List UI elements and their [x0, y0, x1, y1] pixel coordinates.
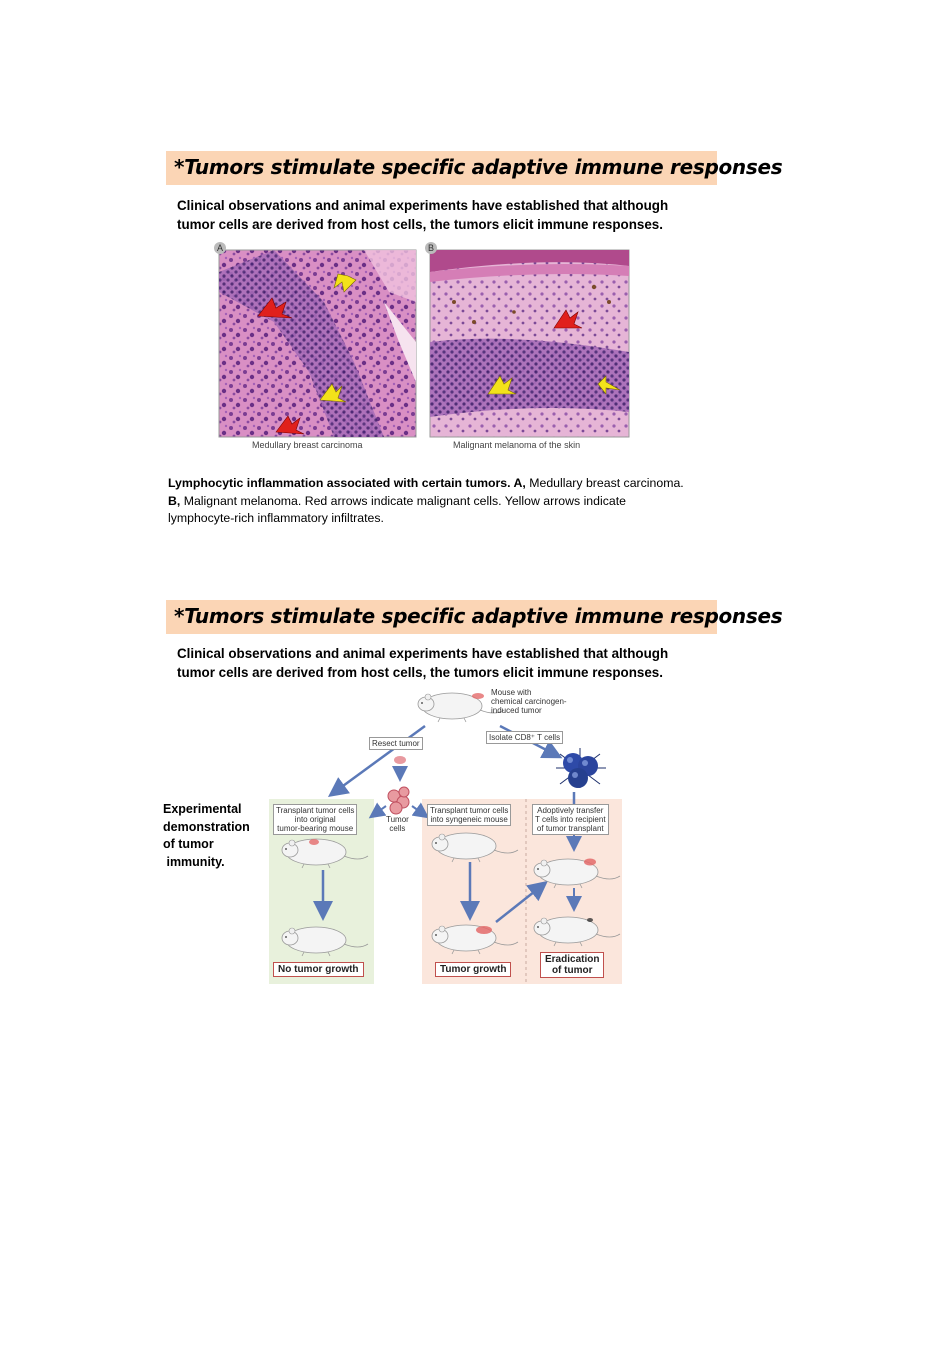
red-arrow-icon [553, 309, 583, 329]
side-label-line: immunity. [163, 854, 225, 869]
tumor-growth-result: Tumor growth [435, 962, 512, 977]
label-line: Adoptively transfer [537, 806, 604, 815]
section1-title-bar: *Tumors stimulate specific adaptive immu… [166, 151, 783, 185]
t-cells-icon [556, 748, 606, 788]
yellow-arrow-icon [333, 273, 357, 293]
section2-intro-line1: Clinical observations and animal experim… [177, 646, 669, 661]
caption-text-a: Medullary breast carcinoma. [525, 476, 684, 490]
section2-intro: Clinical observations and animal experim… [177, 644, 717, 682]
mouse-icon [533, 916, 621, 947]
tumor-cells-label: Tumor cells [386, 815, 409, 833]
label-line: Transplant tumor cells [276, 806, 355, 815]
label-line: of tumor transplant [536, 824, 604, 833]
mouse-icon [533, 858, 621, 889]
section1-title: *Tumors stimulate specific adaptive immu… [174, 155, 783, 179]
tumor-icon [394, 756, 406, 764]
isolate-cd8-label: Isolate CD8⁺ T cells [486, 731, 564, 744]
no-tumor-growth-result: No tumor growth [273, 962, 364, 977]
panel-b-label: Malignant melanoma of the skin [453, 440, 581, 450]
side-label-line: Experimental [163, 802, 242, 816]
red-arrow-icon [275, 415, 305, 435]
eradication-result: Eradication of tumor [540, 952, 605, 978]
yellow-arrow-icon [487, 375, 517, 395]
label-line: Tumor [386, 815, 409, 824]
panel-b [429, 249, 630, 438]
side-label-line: of tumor [163, 837, 214, 851]
mouse-icon [281, 838, 369, 869]
section2-title-bar: *Tumors stimulate specific adaptive immu… [166, 600, 783, 634]
histology-figure [218, 249, 630, 438]
resect-tumor-label: Resect tumor [369, 737, 423, 750]
section2-intro-line2: tumor cells are derived from host cells,… [177, 665, 663, 680]
panel-b-badge: B [425, 242, 437, 254]
section1-intro-line2: tumor cells are derived from host cells,… [177, 217, 663, 232]
label-line: chemical carcinogen- [491, 697, 567, 706]
label-line: T cells into recipient [535, 815, 606, 824]
transplant-original-box: Transplant tumor cells into original tum… [273, 804, 358, 835]
label-line: Mouse with [491, 688, 532, 697]
label-line: Transplant tumor cells [430, 806, 509, 815]
top-mouse-label: Mouse with chemical carcinogen- induced … [491, 688, 567, 715]
transplant-syngeneic-box: Transplant tumor cells into syngeneic mo… [427, 804, 512, 826]
side-label: Experimental demonstration of tumor immu… [163, 801, 263, 871]
label-line: cells [389, 824, 406, 833]
label-line: Eradication [545, 954, 600, 965]
mouse-icon [417, 692, 505, 723]
caption-bold-b: B, [168, 493, 181, 508]
panel-a [218, 249, 417, 438]
mouse-icon [431, 924, 519, 955]
label-line: into original [294, 815, 336, 824]
yellow-arrow-icon [319, 383, 347, 403]
label-line: induced tumor [491, 706, 542, 715]
adoptive-transfer-box: Adoptively transfer T cells into recipie… [532, 804, 609, 835]
section1-intro: Clinical observations and animal experim… [177, 196, 717, 234]
label-line: of tumor [551, 965, 593, 976]
caption-text-b: Malignant melanoma. Red arrows indicate … [168, 493, 626, 526]
label-line: into syngeneic mouse [430, 815, 508, 824]
tumor-cells-icon [387, 786, 410, 815]
yellow-arrow-icon [597, 375, 621, 395]
label-line: tumor-bearing mouse [277, 824, 354, 833]
section1-intro-line1: Clinical observations and animal experim… [177, 198, 669, 213]
caption-bold-a: Lymphocytic inflammation associated with… [168, 476, 526, 490]
red-arrow-icon [257, 297, 293, 319]
immunity-diagram [269, 692, 622, 984]
panel-a-badge: A [214, 242, 226, 254]
panel-a-label: Medullary breast carcinoma [252, 440, 363, 450]
section2-title: *Tumors stimulate specific adaptive immu… [174, 604, 783, 628]
section1-caption: Lymphocytic inflammation associated with… [168, 475, 688, 528]
side-label-line: demonstration [163, 819, 250, 834]
